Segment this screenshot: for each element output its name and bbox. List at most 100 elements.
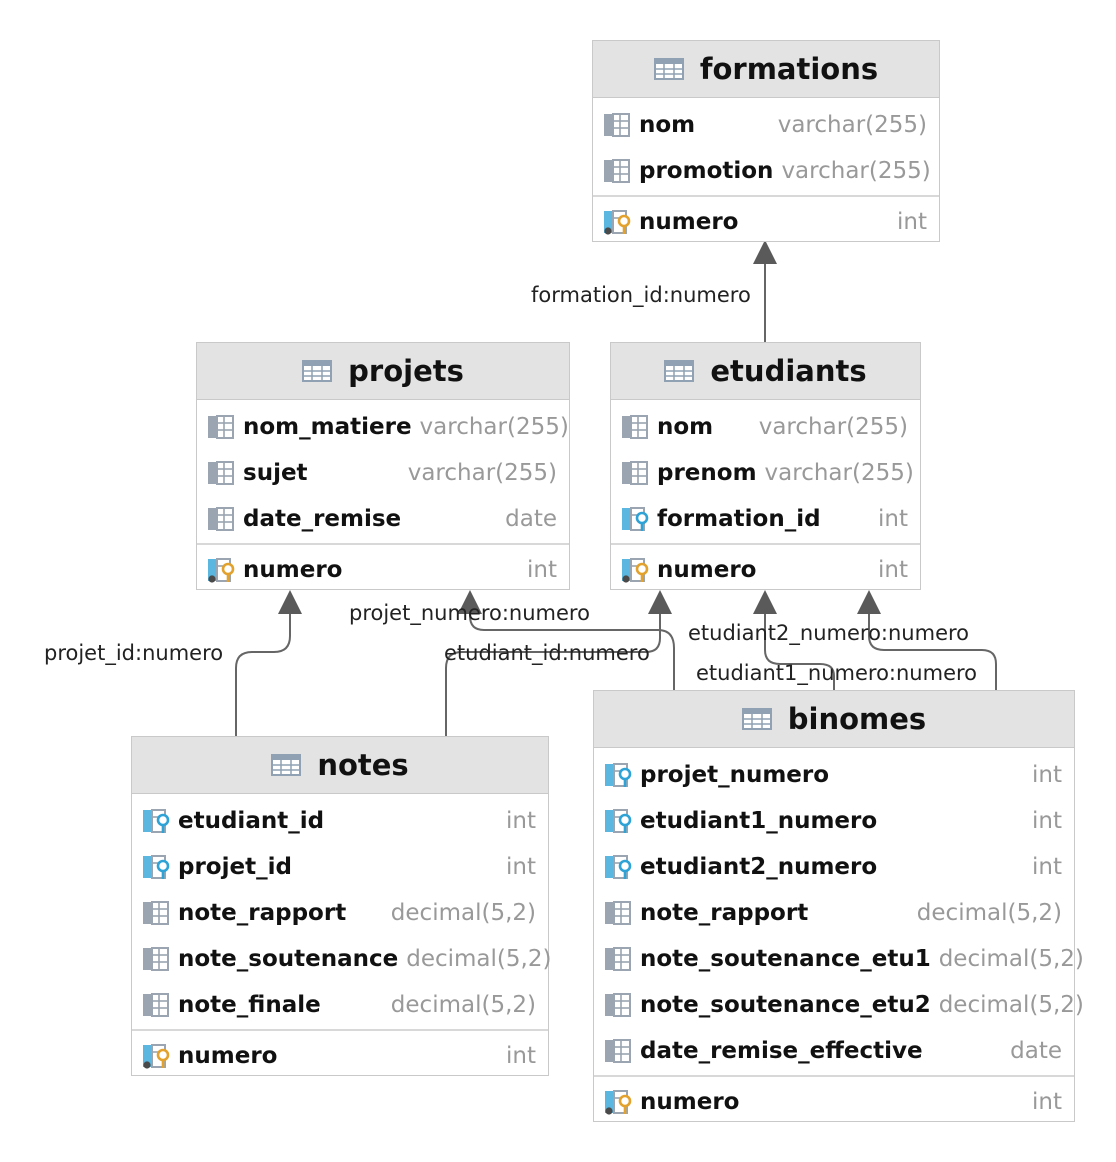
column-icon bbox=[621, 460, 649, 486]
column-name: note_rapport bbox=[640, 900, 809, 926]
column-type: int bbox=[506, 854, 536, 880]
column-name: numero bbox=[640, 1089, 740, 1115]
column-type: int bbox=[527, 557, 557, 583]
column-type: decimal(5,2) bbox=[406, 946, 552, 972]
column-type: int bbox=[878, 557, 908, 583]
column-row[interactable]: numero int bbox=[594, 1079, 1074, 1125]
column-type: int bbox=[1032, 762, 1062, 788]
foreign-key-icon bbox=[142, 854, 170, 880]
link-notes-etudiants bbox=[445, 612, 661, 736]
column-name: projet_id bbox=[178, 854, 292, 880]
table-name: formations bbox=[699, 52, 879, 86]
column-type: varchar(255) bbox=[407, 460, 557, 486]
column-name: note_soutenance bbox=[178, 946, 399, 972]
column-name: numero bbox=[178, 1043, 278, 1069]
column-icon bbox=[142, 992, 170, 1018]
column-type: varchar(255) bbox=[419, 414, 569, 440]
column-name: formation_id bbox=[657, 506, 821, 532]
table-header: etudiants bbox=[611, 343, 920, 400]
column-icon bbox=[604, 946, 632, 972]
column-row[interactable]: projet_id int bbox=[132, 844, 548, 890]
column-name: nom_matiere bbox=[243, 414, 412, 440]
link-binomes-etudiant2 bbox=[868, 612, 997, 690]
table-icon bbox=[653, 58, 684, 80]
primary-key-icon bbox=[604, 1089, 632, 1115]
column-type: varchar(255) bbox=[764, 460, 914, 486]
column-row[interactable]: numero int bbox=[611, 547, 920, 593]
primary-key-icon bbox=[621, 557, 649, 583]
arrowhead-etudiants-3 bbox=[857, 590, 881, 614]
relation-label: projet_numero:numero bbox=[349, 601, 590, 626]
column-icon bbox=[604, 1038, 632, 1064]
column-icon bbox=[603, 112, 631, 138]
link-binomes-projets bbox=[469, 612, 675, 690]
table-name: notes bbox=[317, 748, 409, 782]
column-row[interactable]: etudiant1_numero int bbox=[594, 798, 1074, 844]
table-header: formations bbox=[593, 41, 939, 98]
arrowhead-projets bbox=[278, 590, 302, 614]
column-row[interactable]: nom_matiere varchar(255) bbox=[197, 404, 569, 450]
column-type: decimal(5,2) bbox=[938, 992, 1084, 1018]
foreign-key-icon bbox=[604, 808, 632, 834]
column-name: nom bbox=[639, 112, 696, 138]
column-name: etudiant_id bbox=[178, 808, 325, 834]
arrowhead-formations bbox=[753, 240, 777, 264]
column-row[interactable]: note_rapport decimal(5,2) bbox=[594, 890, 1074, 936]
column-icon bbox=[621, 414, 649, 440]
column-name: numero bbox=[657, 557, 757, 583]
relation-label: etudiant2_numero:numero bbox=[688, 621, 969, 646]
foreign-key-icon bbox=[621, 506, 649, 532]
primary-key-icon bbox=[207, 557, 235, 583]
relation-label: formation_id:numero bbox=[531, 283, 751, 308]
relation-label: etudiant1_numero:numero bbox=[696, 661, 977, 686]
column-type: int bbox=[1032, 808, 1062, 834]
column-name: etudiant2_numero bbox=[640, 854, 878, 880]
table-icon bbox=[302, 360, 333, 382]
primary-key-list: numero int bbox=[611, 543, 920, 594]
table-icon bbox=[664, 360, 695, 382]
table-name: binomes bbox=[787, 702, 927, 736]
column-name: note_finale bbox=[178, 992, 321, 1018]
table-header: binomes bbox=[594, 691, 1074, 748]
column-name: numero bbox=[639, 209, 739, 235]
table-icon bbox=[741, 708, 772, 730]
table-name: projets bbox=[348, 354, 464, 388]
column-type: date bbox=[505, 506, 557, 532]
column-name: etudiant1_numero bbox=[640, 808, 878, 834]
column-type: decimal(5,2) bbox=[916, 900, 1062, 926]
column-row[interactable]: note_soutenance decimal(5,2) bbox=[132, 936, 552, 982]
table-icon bbox=[271, 754, 302, 776]
link-binomes-etudiant1 bbox=[764, 612, 835, 690]
column-type: int bbox=[1032, 1089, 1062, 1115]
